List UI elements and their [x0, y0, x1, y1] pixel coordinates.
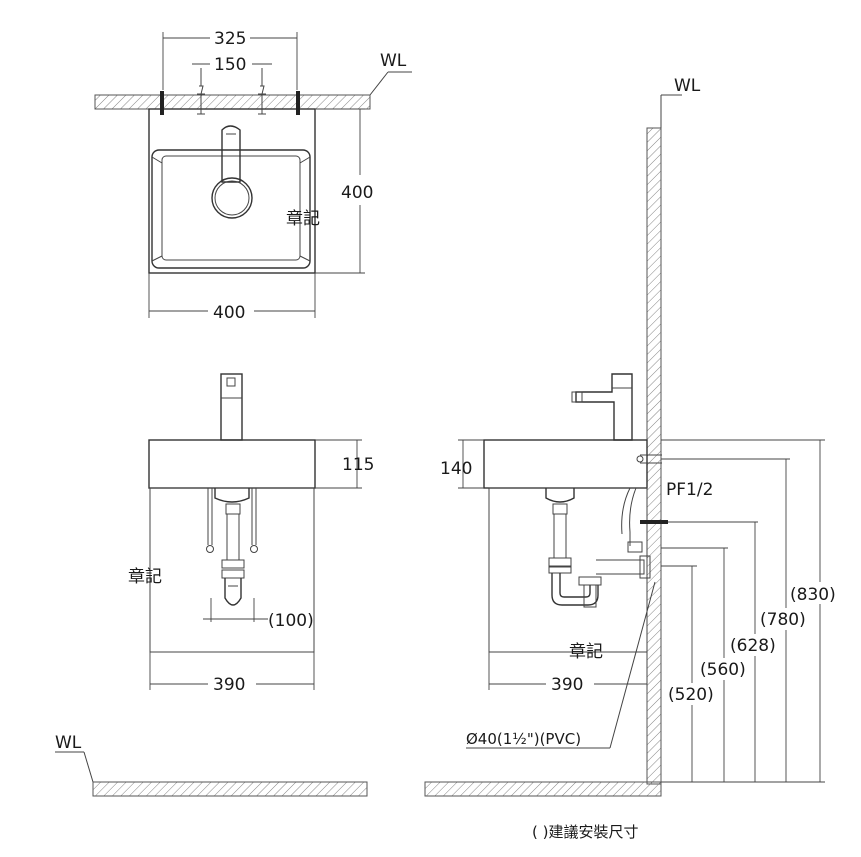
- basin-top-bowl: [151, 149, 311, 269]
- wl-right-label: WL: [674, 76, 701, 96]
- cabinet-front: [149, 487, 315, 653]
- faucet-top: [221, 125, 241, 183]
- floor-left: [92, 781, 368, 797]
- pf-pipe-mark: [640, 520, 668, 524]
- drain-top-circle: [211, 177, 253, 219]
- dim-115: 115: [342, 455, 374, 475]
- dim-400-vertical: 400: [341, 183, 373, 203]
- dim-390-front: 390: [213, 675, 245, 695]
- bolt-right: [296, 91, 300, 115]
- stamp-top: 章記: [286, 209, 320, 229]
- dim-140: 140: [440, 459, 472, 479]
- dim-400-horizontal: 400: [213, 303, 245, 323]
- side-view: WL PF1/2 140: [440, 76, 838, 785]
- wl-top-label: WL: [380, 51, 407, 71]
- pipe-spec-label: Ø40(1½")(PVC): [466, 730, 581, 748]
- top-view: WL 325 150: [94, 29, 412, 323]
- dim-390-side: 390: [551, 675, 583, 695]
- front-view: 115 (100) 章記 390: [128, 373, 374, 695]
- p-trap: [551, 573, 599, 606]
- wl-bottom-label: WL: [55, 733, 82, 753]
- floor-right: [424, 781, 662, 797]
- floor: WL: [55, 733, 662, 797]
- drain-pipe-side: [553, 513, 567, 559]
- cabinet-side: [488, 487, 648, 653]
- dim-560: (560): [700, 660, 746, 680]
- drain-pipe-front: [226, 513, 240, 561]
- dim-100: (100): [268, 611, 314, 631]
- top-wall-strip: [94, 94, 371, 110]
- dim-830: (830): [790, 585, 836, 605]
- dim-325: 325: [214, 29, 246, 49]
- dim-520: (520): [668, 685, 714, 705]
- side-wall: [646, 127, 662, 785]
- stamp-front: 章記: [128, 567, 162, 587]
- bolt-left: [160, 91, 164, 115]
- basin-side-slab: [483, 439, 648, 489]
- pf-label: PF1/2: [666, 480, 713, 500]
- stamp-side: 章記: [569, 642, 603, 662]
- dim-780: (780): [760, 610, 806, 630]
- dim-628: (628): [730, 636, 776, 656]
- faucet-side: [575, 373, 633, 441]
- footnote: ( )建議安裝尺寸: [532, 823, 638, 841]
- basin-top-outline: [148, 108, 316, 274]
- basin-front-slab: [148, 439, 316, 489]
- faucet-front: [220, 373, 243, 441]
- dim-150: 150: [214, 55, 246, 75]
